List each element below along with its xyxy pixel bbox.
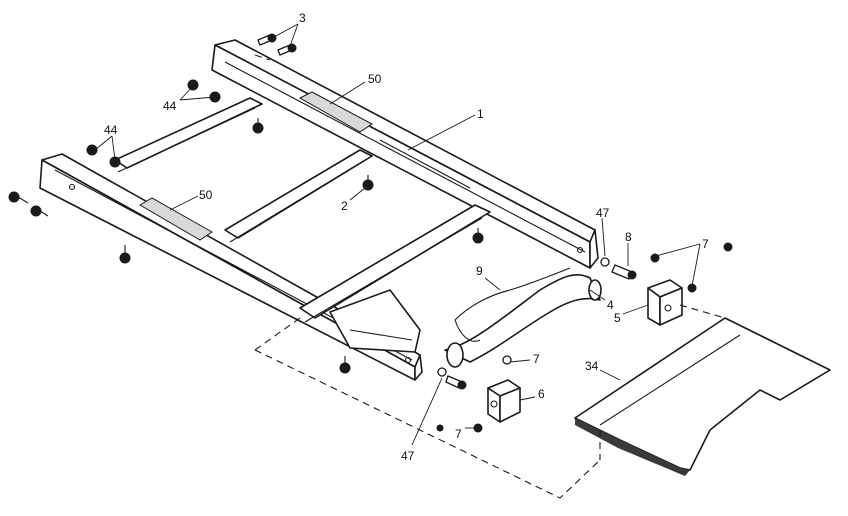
callout-2: 2 <box>341 199 348 213</box>
screw-7c <box>436 423 483 433</box>
screw-2 <box>362 175 374 191</box>
pin-8 <box>611 264 637 280</box>
screw-3a <box>257 33 277 46</box>
screw-3b <box>277 43 297 56</box>
callout-47-upper: 47 <box>596 206 610 220</box>
back-side-rail <box>211 39 599 269</box>
callout-7-upper: 7 <box>702 237 709 251</box>
callout-9: 9 <box>476 264 483 278</box>
cross-member-rear <box>114 97 263 173</box>
front-side-rail <box>39 153 423 381</box>
screw-left-end <box>8 191 49 217</box>
callout-50-upper: 50 <box>368 72 382 86</box>
roller-assembly <box>444 267 602 368</box>
rail-end-bracket <box>329 289 421 353</box>
callout-50-lower: 50 <box>199 188 213 202</box>
cross-member-middle <box>224 149 373 243</box>
callout-7-middle: 7 <box>533 352 540 366</box>
screw-center-lower <box>472 228 484 244</box>
bearing-block-right <box>647 279 683 326</box>
callout-44-lower: 44 <box>104 123 118 137</box>
callout-5: 5 <box>614 311 621 325</box>
callout-8: 8 <box>625 230 632 244</box>
label-plate-lower <box>139 197 213 241</box>
screw-center <box>252 118 264 134</box>
washer-47b <box>437 367 447 377</box>
callout-6: 6 <box>538 387 545 401</box>
callout-7-lower: 7 <box>455 427 462 441</box>
reference-dashed-outline <box>254 54 726 499</box>
callout-1: 1 <box>477 107 484 121</box>
nut-44b <box>86 144 121 168</box>
belt-platen <box>574 317 831 476</box>
callout-44-upper: 44 <box>163 99 177 113</box>
callout-4: 4 <box>607 298 614 312</box>
callout-3: 3 <box>299 11 306 25</box>
washer-47a <box>600 257 610 267</box>
callout-labels: 3 50 44 44 1 50 2 47 8 7 9 4 5 7 34 6 7 … <box>104 11 709 463</box>
screw-bottom-left <box>119 245 131 264</box>
bearing-block-left <box>487 379 521 423</box>
screw-bottom-center <box>339 356 351 374</box>
label-plate-upper <box>298 91 373 133</box>
pin-left <box>445 375 467 390</box>
callout-47-lower: 47 <box>401 449 415 463</box>
leader-lines <box>94 23 701 446</box>
callout-34: 34 <box>585 359 599 373</box>
screw-7b <box>502 355 512 365</box>
cross-member-front <box>299 204 491 323</box>
